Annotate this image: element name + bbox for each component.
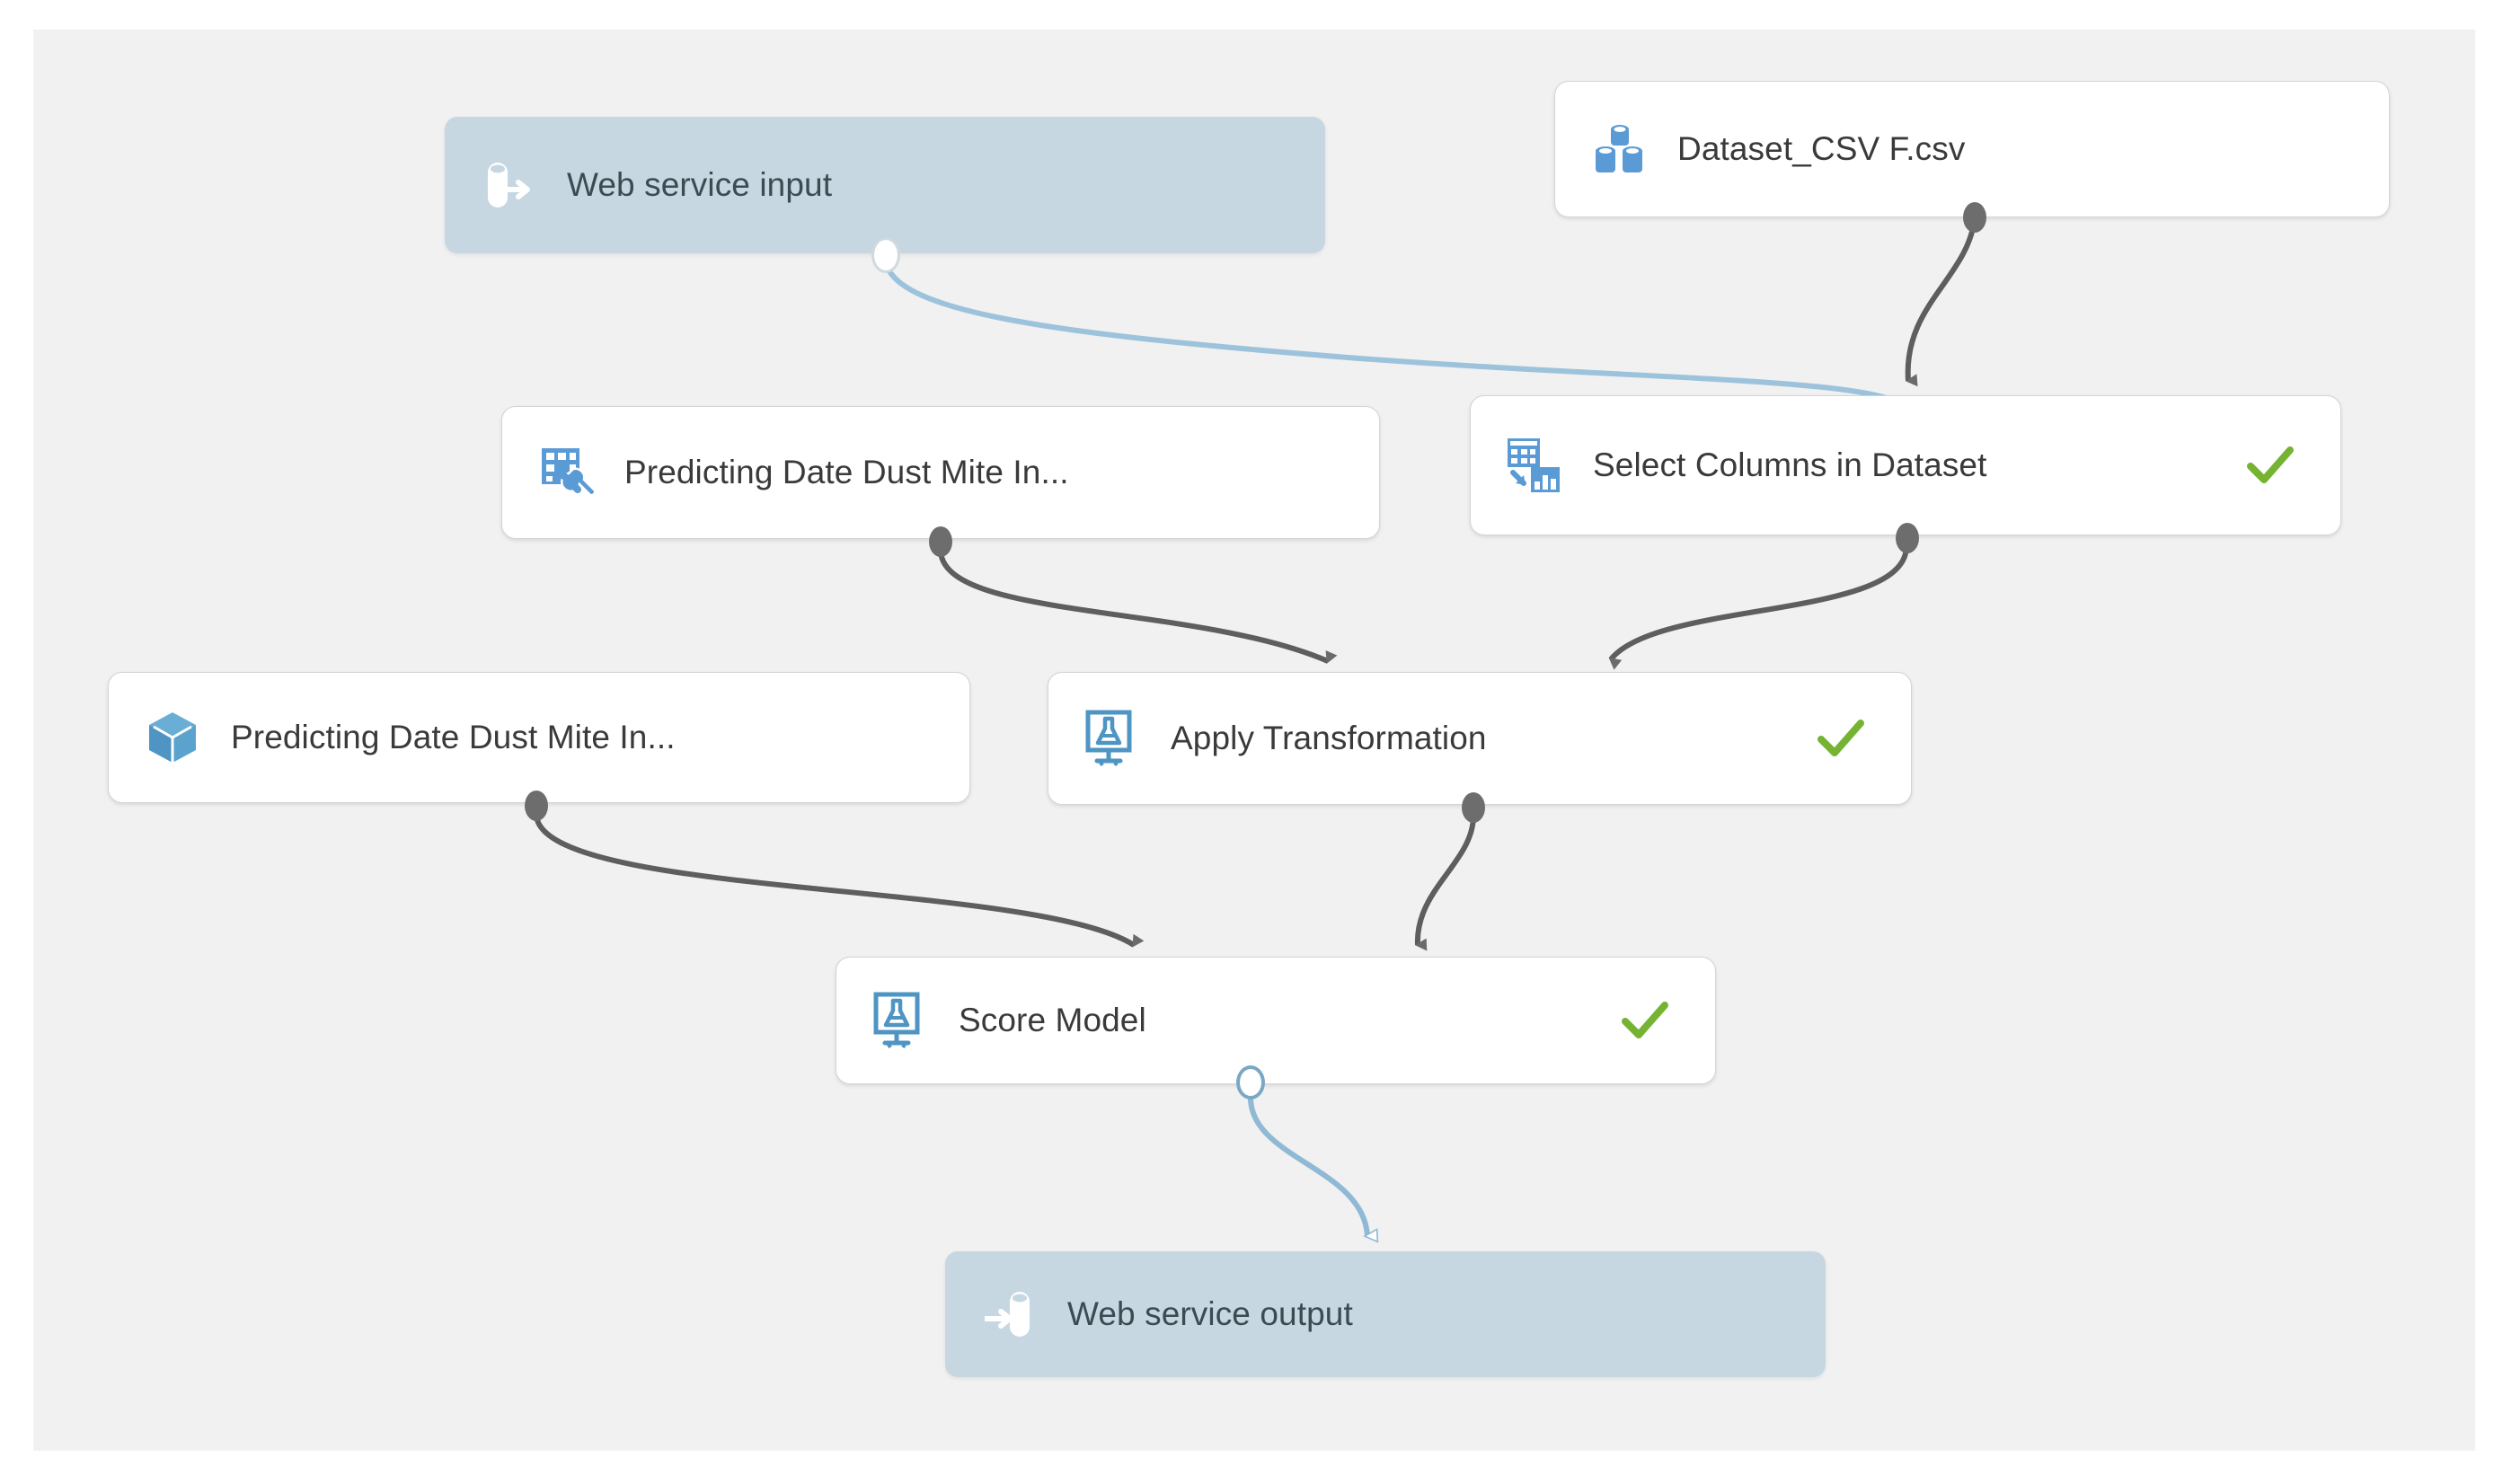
- node-trained-model[interactable]: Predicting Date Dust Mite In...: [108, 672, 970, 803]
- flask-icon: [1079, 705, 1145, 772]
- web-service-output-icon: [976, 1281, 1042, 1347]
- node-apply-transformation[interactable]: Apply Transformation: [1048, 672, 1912, 805]
- status-check-icon: [1805, 710, 1877, 767]
- node-label: Predicting Date Dust Mite In...: [231, 718, 676, 755]
- port-out-score-model[interactable]: [1236, 1065, 1265, 1100]
- port-out-predicting-transform[interactable]: [929, 526, 952, 557]
- node-label: Apply Transformation: [1171, 719, 1487, 756]
- web-service-input-icon: [475, 152, 542, 218]
- port-out-dataset-csv[interactable]: [1963, 202, 1986, 233]
- node-score-model[interactable]: Score Model: [836, 957, 1716, 1084]
- port-out-select-columns[interactable]: [1896, 523, 1919, 553]
- port-out-web-service-input[interactable]: [871, 237, 900, 273]
- status-check-icon: [1609, 992, 1681, 1049]
- node-label: Web service input: [567, 165, 833, 203]
- port-out-trained-model[interactable]: [525, 791, 548, 821]
- node-label: Web service output: [1067, 1294, 1353, 1332]
- node-label: Select Columns in Dataset: [1593, 446, 1987, 483]
- transform-wrench-icon: [533, 439, 599, 506]
- select-columns-icon: [1501, 432, 1568, 499]
- status-check-icon: [2234, 437, 2306, 494]
- node-web-service-output[interactable]: Web service output: [945, 1251, 1826, 1377]
- dataset-icon: [1586, 116, 1652, 182]
- node-label: Score Model: [959, 1001, 1146, 1038]
- node-select-columns[interactable]: Select Columns in Dataset: [1470, 395, 2341, 535]
- node-dataset-csv[interactable]: Dataset_CSV F.csv: [1554, 81, 2390, 217]
- node-label: Predicting Date Dust Mite In...: [624, 453, 1069, 490]
- node-web-service-input[interactable]: Web service input: [445, 117, 1325, 253]
- port-out-apply-transformation[interactable]: [1462, 792, 1485, 823]
- trained-model-cube-icon: [139, 704, 206, 771]
- flask-icon: [867, 987, 933, 1054]
- node-predicting-transform[interactable]: Predicting Date Dust Mite In...: [501, 406, 1380, 539]
- node-label: Dataset_CSV F.csv: [1677, 129, 1966, 167]
